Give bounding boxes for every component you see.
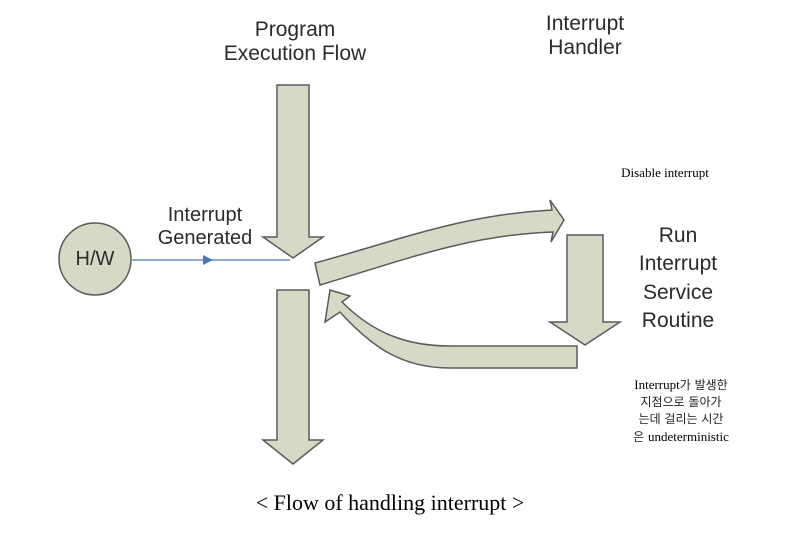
- isr-line: Routine: [641, 309, 715, 333]
- program-execution-title: Program Execution Flow: [205, 18, 385, 66]
- isr-line: Interrupt: [638, 252, 718, 276]
- isr-arrow: [547, 234, 623, 346]
- note-line: Interrupt가 발생한: [606, 376, 756, 394]
- hardware-node: [58, 222, 132, 296]
- interrupt-handler-title: Interrupt Handler: [525, 12, 645, 60]
- title-line: Program: [254, 18, 336, 41]
- isr-line: Service: [642, 280, 714, 304]
- title-line: Handler: [548, 36, 622, 60]
- program-flow-arrow-upper: [260, 84, 326, 259]
- note-line: 는데 걸리는 시간: [638, 411, 724, 426]
- isr-line: Run: [658, 224, 698, 247]
- signal-line-text: Generated: [157, 227, 253, 249]
- jump-to-handler-arrow: [314, 199, 565, 286]
- signal-line-text: Interrupt: [167, 204, 243, 226]
- hardware-label: H/W: [75, 248, 115, 270]
- return-arrow: [323, 289, 578, 369]
- interrupt-generated-label: Interrupt Generated: [140, 204, 270, 250]
- note-line: 은 undeterministic: [606, 428, 756, 446]
- note-en: Interrupt: [634, 377, 680, 392]
- signal-arrowhead-icon: [203, 255, 213, 265]
- figure-caption: < Flow of handling interrupt >: [255, 490, 525, 515]
- isr-label: Run Interrupt Service Routine: [618, 222, 738, 335]
- disable-interrupt-note: Disable interrupt: [621, 165, 709, 180]
- program-flow-arrow-lower: [260, 289, 326, 465]
- return-latency-note: Interrupt가 발생한 지점으로 돌아가 는데 걸리는 시간 은 unde…: [606, 376, 756, 446]
- note-en: undeterministic: [647, 428, 729, 444]
- note-ko: 은: [633, 429, 648, 444]
- note-line: 지점으로 돌아가: [640, 395, 722, 410]
- title-line: Interrupt: [545, 12, 625, 35]
- note-ko: 가 발생한: [679, 378, 728, 392]
- title-line: Execution Flow: [223, 42, 367, 66]
